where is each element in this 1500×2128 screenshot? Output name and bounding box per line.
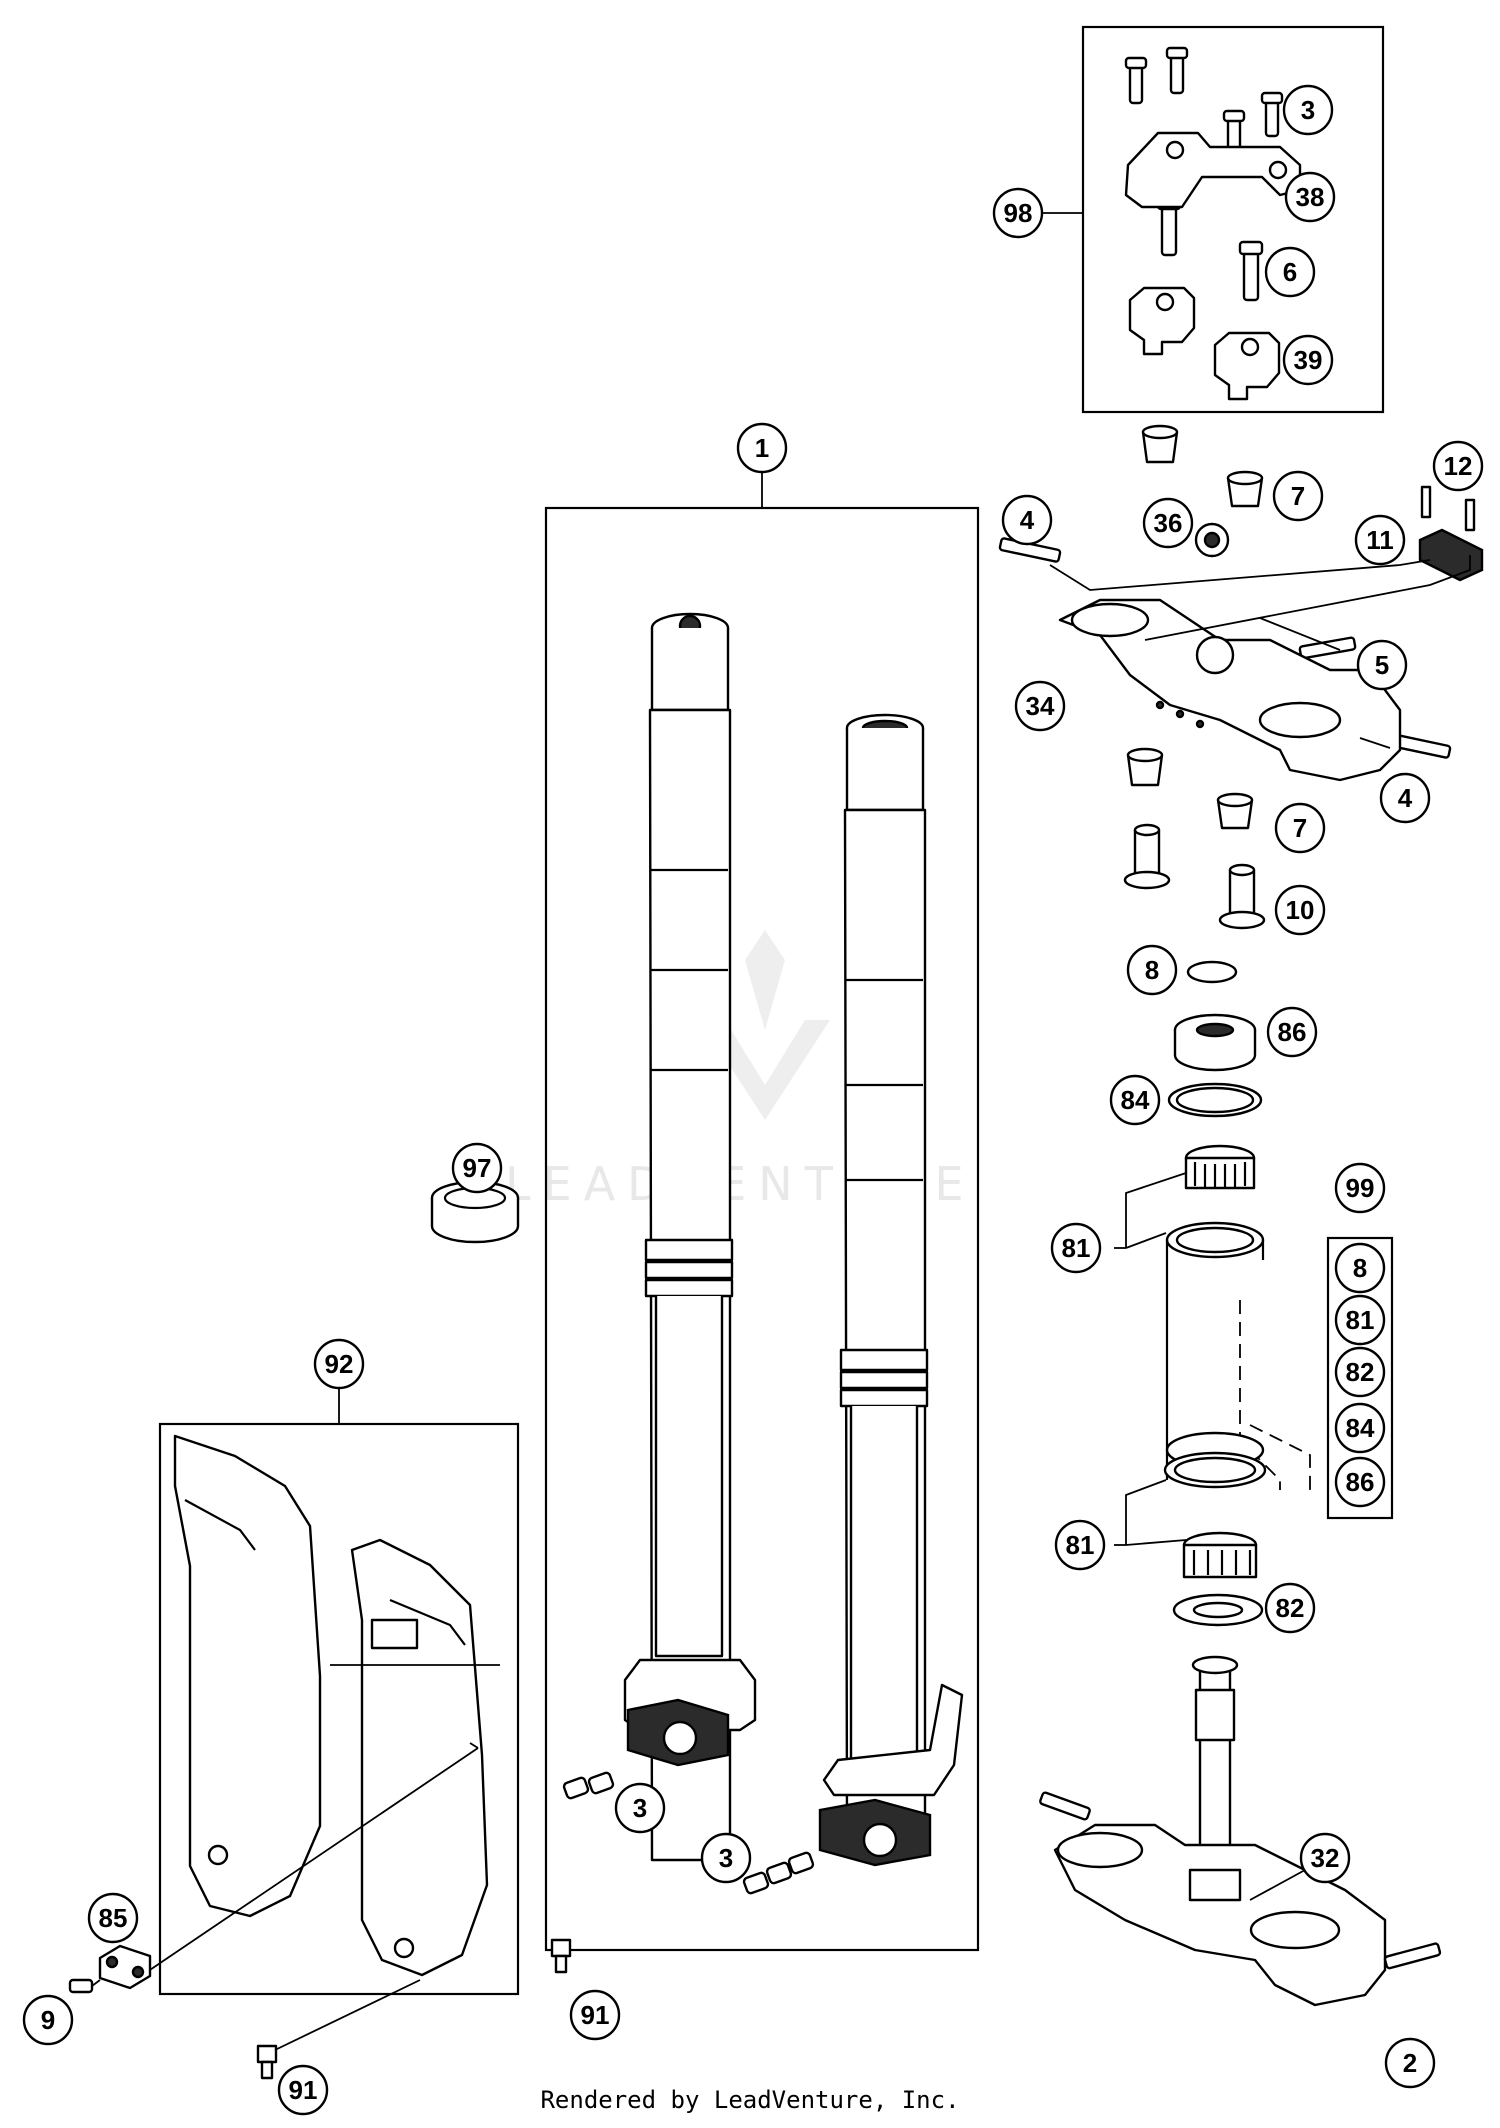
callout-81: 81: [1050, 1222, 1102, 1274]
callout-82: 82: [1334, 1346, 1386, 1398]
callout-label: 11: [1366, 525, 1394, 555]
callout-label: 8: [1145, 955, 1159, 985]
callout-7: 7: [1272, 470, 1324, 522]
callout-label: 7: [1293, 813, 1307, 843]
callout-label: 99: [1346, 1173, 1375, 1203]
callout-label: 92: [325, 1349, 354, 1379]
callout-81: 81: [1334, 1294, 1386, 1346]
lower-triple-clamp: [1039, 1655, 1442, 2007]
lower-clamp-right: [1213, 331, 1281, 401]
callout-label: 39: [1294, 345, 1323, 375]
callout-84: 84: [1109, 1074, 1161, 1126]
callout-label: 86: [1278, 1017, 1307, 1047]
callout-label: 98: [1004, 198, 1033, 228]
callout-label: 91: [581, 2000, 610, 2030]
callout-3: 3: [700, 1832, 752, 1884]
axle-clamp-screws-left: [562, 1771, 615, 1800]
callout-86: 86: [1334, 1456, 1386, 1508]
upper-triple-clamp: [998, 424, 1484, 782]
callout-84: 84: [1334, 1402, 1386, 1454]
steering-bearing-stack: [1114, 747, 1311, 1627]
callout-3: 3: [1282, 84, 1334, 136]
axle-clamp-screws-right: [742, 1851, 815, 1895]
callout-label: 91: [289, 2075, 318, 2105]
callout-5: 5: [1356, 639, 1408, 691]
callout-label: 82: [1276, 1593, 1305, 1623]
callout-label: 36: [1154, 508, 1183, 538]
callout-8: 8: [1334, 1242, 1386, 1294]
callout-81: 81: [1054, 1519, 1106, 1571]
callout-label: 10: [1286, 895, 1315, 925]
fork-protector-ring: [430, 1180, 520, 1244]
left-fork-leg: [623, 612, 757, 1862]
callout-label: 81: [1066, 1530, 1095, 1560]
callout-39: 39: [1282, 334, 1334, 386]
callout-97: 97: [451, 1142, 503, 1194]
callout-38: 38: [1284, 171, 1336, 223]
callout-9: 9: [22, 1994, 74, 2046]
callout-label: 84: [1121, 1085, 1150, 1115]
clamp-bolts: [1124, 46, 1284, 302]
callout-label: 84: [1346, 1413, 1375, 1443]
callout-1: 1: [736, 422, 788, 474]
callout-82: 82: [1264, 1582, 1316, 1634]
callout-4: 4: [1379, 772, 1431, 824]
footer-credit: Rendered by LeadVenture, Inc.: [540, 2086, 960, 2114]
callout-86: 86: [1266, 1006, 1318, 1058]
callout-label: 1: [755, 433, 769, 463]
fork-guard-kit: [137, 1388, 520, 1996]
callout-3: 3: [614, 1782, 666, 1834]
callout-label: 7: [1291, 481, 1305, 511]
callout-label: 3: [633, 1793, 647, 1823]
callout-12: 12: [1432, 440, 1484, 492]
callout-4: 4: [1001, 494, 1053, 546]
callout-label: 6: [1283, 257, 1297, 287]
callout-label: 32: [1311, 1843, 1340, 1873]
callout-label: 3: [1301, 95, 1315, 125]
callout-label: 81: [1062, 1233, 1091, 1263]
callout-label: 34: [1026, 691, 1055, 721]
callout-label: 82: [1346, 1357, 1375, 1387]
callout-91: 91: [277, 2064, 329, 2116]
callout-99: 99: [1334, 1162, 1386, 1214]
callout-label: 97: [463, 1153, 492, 1183]
callout-label: 2: [1403, 2048, 1417, 2078]
callout-91: 91: [569, 1989, 621, 2041]
callout-34: 34: [1014, 680, 1066, 732]
fork-assembly: [544, 472, 980, 1952]
callout-label: 86: [1346, 1467, 1375, 1497]
callout-32: 32: [1299, 1832, 1351, 1884]
callout-11: 11: [1354, 514, 1406, 566]
guard-fasteners: [68, 1938, 572, 2080]
callout-label: 81: [1346, 1305, 1375, 1335]
callout-10: 10: [1274, 884, 1326, 936]
callout-36: 36: [1142, 497, 1194, 549]
callout-label: 12: [1444, 451, 1473, 481]
callout-label: 3: [719, 1843, 733, 1873]
callout-label: 5: [1375, 650, 1389, 680]
callout-7: 7: [1274, 802, 1326, 854]
callout-85: 85: [87, 1892, 139, 1944]
lower-clamp-left: [1128, 286, 1196, 356]
callout-6: 6: [1264, 246, 1316, 298]
callout-label: 4: [1020, 505, 1035, 535]
callout-2: 2: [1384, 2037, 1436, 2089]
callout-label: 8: [1353, 1253, 1367, 1283]
right-fork-leg: [818, 713, 964, 1867]
bearing-kit-box: [1326, 1236, 1394, 1520]
callout-label: 4: [1398, 783, 1413, 813]
callout-label: 38: [1296, 182, 1325, 212]
callout-98: 98: [992, 187, 1044, 239]
callout-92: 92: [313, 1338, 365, 1390]
callout-label: 9: [41, 2005, 55, 2035]
callout-label: 85: [99, 1903, 128, 1933]
callout-8: 8: [1126, 944, 1178, 996]
